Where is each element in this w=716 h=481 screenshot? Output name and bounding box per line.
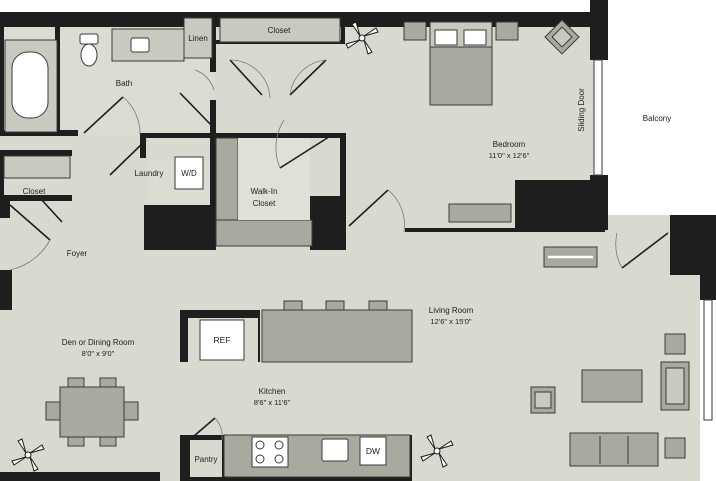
label-living: Living Room [429, 306, 474, 315]
label-dw: DW [366, 446, 380, 456]
sofa-icon [569, 432, 659, 467]
walkin-closet-shelving [215, 137, 313, 247]
label-bath: Bath [116, 79, 132, 88]
dishwasher [359, 436, 387, 466]
label-foyer: Foyer [67, 249, 88, 258]
label-linen: Linen [188, 34, 208, 43]
label-den: Den or Dining Room [62, 338, 135, 347]
label-closet-left: Closet [23, 187, 46, 196]
closet-top-shelf [219, 17, 341, 43]
dining-set [45, 377, 139, 447]
label-bedroom-dim: 11'0" x 12'6" [489, 151, 530, 160]
ceiling-fan-icon [345, 21, 379, 55]
refrigerator [199, 319, 245, 361]
label-pantry: Pantry [194, 455, 217, 464]
balcony-area [604, 14, 716, 214]
armchair-icon [660, 361, 690, 411]
label-living-dim: 12'6" x 15'0" [430, 317, 471, 326]
toilet-icon [79, 33, 99, 67]
bed-icon [429, 21, 493, 106]
end-table [664, 333, 686, 355]
sliding-door-bedroom [593, 59, 603, 176]
door-swings [9, 59, 669, 441]
bathtub-icon [4, 39, 58, 133]
dresser [448, 203, 512, 223]
label-wd: W/D [181, 169, 197, 178]
label-kitchen: Kitchen [259, 387, 286, 396]
label-laundry: Laundry [135, 169, 164, 178]
kitchen-sink-icon [321, 438, 349, 462]
sliding-door-living [703, 299, 713, 421]
kitchen-island [261, 309, 413, 363]
label-den-dim: 8'0" x 9'0" [82, 349, 115, 358]
ceiling-fan-icon [11, 438, 45, 472]
label-sliding-door: Sliding Door [577, 88, 586, 132]
coffee-table [581, 369, 643, 403]
ceiling-fan-icon [420, 434, 454, 468]
pantry-floor [190, 440, 222, 477]
side-table [664, 437, 686, 459]
cooktop-icon [251, 436, 289, 468]
sink-icon [130, 37, 150, 53]
label-closet-top: Closet [268, 26, 291, 35]
label-kitchen-dim: 8'6" x 11'6" [254, 398, 291, 407]
label-walkin-1: Walk-In [251, 187, 278, 196]
nightstand-right [495, 21, 519, 41]
label-walkin-2: Closet [253, 199, 276, 208]
accent-chair-icon [530, 386, 556, 414]
chair-icon [544, 19, 580, 55]
washer-dryer [174, 156, 204, 190]
linen-cabinet [183, 17, 213, 59]
label-ref: REF [214, 335, 231, 345]
label-balcony: Balcony [643, 114, 671, 123]
label-bedroom: Bedroom [493, 140, 526, 149]
bar-stools [283, 300, 388, 311]
nightstand-left [403, 21, 427, 41]
closet-left-shelf [3, 155, 71, 179]
